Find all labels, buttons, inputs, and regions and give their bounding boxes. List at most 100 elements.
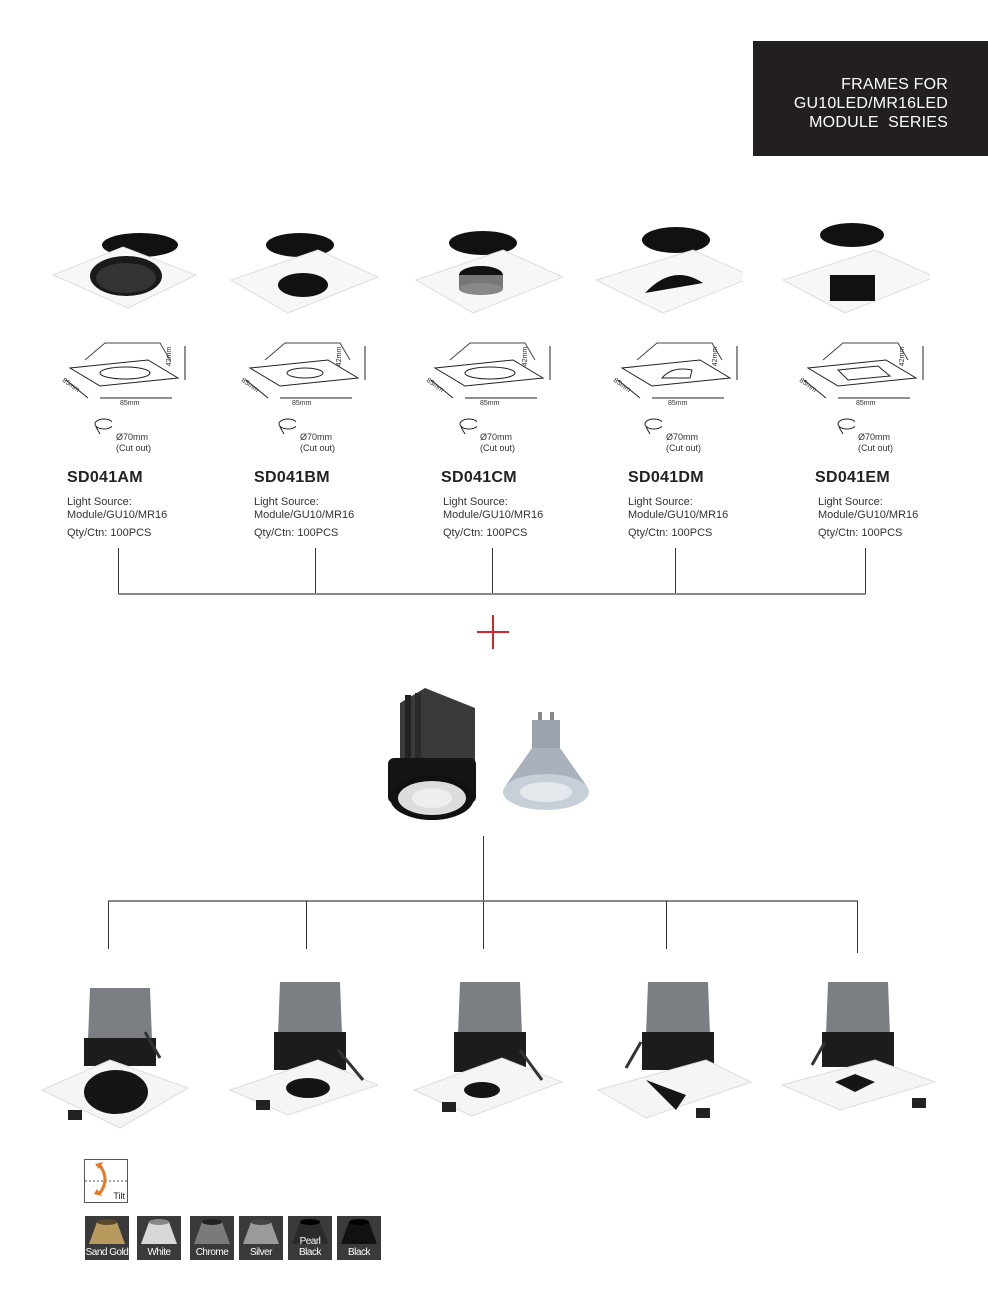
cutout-spec: Ø70mm (Cut out): [116, 432, 151, 454]
cutout-note: (Cut out): [858, 443, 894, 453]
height-dimension: 42mm: [522, 346, 530, 367]
frame-photo-half-moon: [594, 227, 755, 314]
light-source-value: Module/GU10/MR16: [443, 509, 544, 521]
dimension-drawing-sd041dm: [612, 338, 742, 423]
width-dimension: 85mm: [480, 400, 500, 407]
finish-swatch-chrome: Chrome: [190, 1216, 234, 1260]
cutout-note: (Cut out): [480, 443, 516, 453]
finish-swatch-silver: Silver: [239, 1216, 283, 1260]
product-code: SD041EM: [815, 469, 891, 486]
light-source-label: Light Source:: [628, 496, 693, 508]
connector-line: [865, 548, 866, 595]
dimension-drawing-sd041am: [60, 338, 190, 423]
connector-line: [675, 548, 676, 595]
dimension-diagram: [65, 342, 186, 399]
height-dimension: 42mm: [166, 346, 174, 367]
product-code: SD041AM: [67, 469, 143, 486]
product-column-sd041em: [780, 205, 937, 320]
assembled-fixture-sd041em: [780, 980, 940, 1125]
cutout-note: (Cut out): [116, 443, 152, 453]
title-line-1: FRAMES FOR: [841, 76, 948, 93]
qty-per-carton: Qty/Ctn: 100PCS: [67, 527, 152, 539]
connector-line: [483, 836, 484, 902]
tilt-arrow-icon: [85, 1162, 127, 1196]
connector-line: [483, 901, 484, 949]
cutout-spec: Ø70mm (Cut out): [480, 432, 515, 454]
cutout-diameter: Ø70mm: [480, 432, 513, 442]
cutout-note: (Cut out): [666, 443, 702, 453]
light-source-value: Module/GU10/MR16: [628, 509, 729, 521]
dimension-drawing-sd041cm: [425, 338, 555, 423]
product-code: SD041BM: [254, 469, 330, 486]
assembled-fixture-sd041am: [40, 980, 190, 1135]
product-code: SD041DM: [628, 469, 704, 486]
light-source-label: Light Source:: [818, 496, 883, 508]
connector-line: [492, 548, 493, 595]
finish-swatch-black: Black: [337, 1216, 381, 1260]
cutout-icon: [457, 418, 479, 441]
height-dimension: 42mm: [712, 346, 720, 367]
frame-photo-round-deep: [51, 233, 198, 309]
led-module-icon: [385, 683, 480, 828]
assembled-fixture-sd041bm: [228, 980, 380, 1125]
title-line-3: MODULE SERIES: [809, 114, 948, 131]
height-dimension: 42mm: [336, 346, 344, 367]
finish-swatch-pearl-black: Pearl Black: [288, 1216, 332, 1260]
light-source-value: Module/GU10/MR16: [67, 509, 168, 521]
frame-photo-round-small: [414, 231, 565, 314]
product-specs: Light Source: Module/GU10/MR16 Qty/Ctn: …: [254, 496, 354, 540]
cutout-spec: Ø70mm (Cut out): [300, 432, 335, 454]
qty-per-carton: Qty/Ctn: 100PCS: [443, 527, 528, 539]
dimension-diagram: [430, 342, 551, 399]
light-source-value: Module/GU10/MR16: [818, 509, 919, 521]
cutout-diameter: Ø70mm: [858, 432, 891, 442]
cutout-spec: Ø70mm (Cut out): [666, 432, 701, 454]
product-specs: Light Source: Module/GU10/MR16 Qty/Ctn: …: [67, 496, 167, 540]
tilt-feature-icon: Tilt: [84, 1159, 128, 1203]
cutout-icon: [642, 418, 664, 441]
cutout-diameter: Ø70mm: [116, 432, 149, 442]
dimension-drawing-sd041bm: [240, 338, 370, 423]
tilt-label: Tilt: [113, 1191, 125, 1201]
width-dimension: 85mm: [668, 400, 688, 407]
product-column-sd041am: [48, 205, 198, 320]
light-source-label: Light Source:: [443, 496, 508, 508]
connector-line: [666, 901, 667, 949]
frame-photo-square: [781, 223, 937, 314]
width-dimension: 85mm: [292, 400, 312, 407]
dimension-drawing-sd041em: [798, 338, 928, 423]
cutout-diameter: Ø70mm: [666, 432, 699, 442]
dimension-diagram: [617, 342, 738, 399]
cutout-icon: [92, 418, 114, 441]
dimension-diagram: [245, 342, 366, 399]
cutout-icon: [276, 418, 298, 441]
width-dimension: 85mm: [120, 400, 140, 407]
light-source-value: Module/GU10/MR16: [254, 509, 355, 521]
product-column-sd041cm: [413, 205, 565, 320]
cutout-spec: Ø70mm (Cut out): [858, 432, 893, 454]
connector-line: [315, 548, 316, 595]
finish-swatch-sand-gold: Sand Gold: [85, 1216, 129, 1260]
width-dimension: 85mm: [856, 400, 876, 407]
product-specs: Light Source: Module/GU10/MR16 Qty/Ctn: …: [443, 496, 543, 540]
connector-bar-top: [118, 593, 866, 595]
product-specs: Light Source: Module/GU10/MR16 Qty/Ctn: …: [818, 496, 918, 540]
qty-per-carton: Qty/Ctn: 100PCS: [628, 527, 713, 539]
connector-line: [108, 901, 109, 949]
finish-swatch-white: White: [137, 1216, 181, 1260]
product-column-sd041bm: [228, 205, 380, 320]
dimension-diagram: [803, 342, 924, 399]
series-title: FRAMES FOR GU10LED/MR16LED MODULE SERIES: [794, 75, 948, 132]
cutout-note: (Cut out): [300, 443, 336, 453]
assembled-fixture-sd041dm: [596, 980, 756, 1125]
light-source-label: Light Source:: [67, 496, 132, 508]
product-column-sd041dm: [593, 205, 755, 320]
cutout-diameter: Ø70mm: [300, 432, 333, 442]
light-source-label: Light Source:: [254, 496, 319, 508]
connector-line: [306, 901, 307, 949]
plus-icon: [477, 615, 509, 654]
product-code: SD041CM: [441, 469, 517, 486]
title-line-2: GU10LED/MR16LED: [793, 95, 948, 112]
gu10-bulb-icon: [500, 710, 592, 820]
frame-photo-round-shallow: [229, 233, 380, 314]
